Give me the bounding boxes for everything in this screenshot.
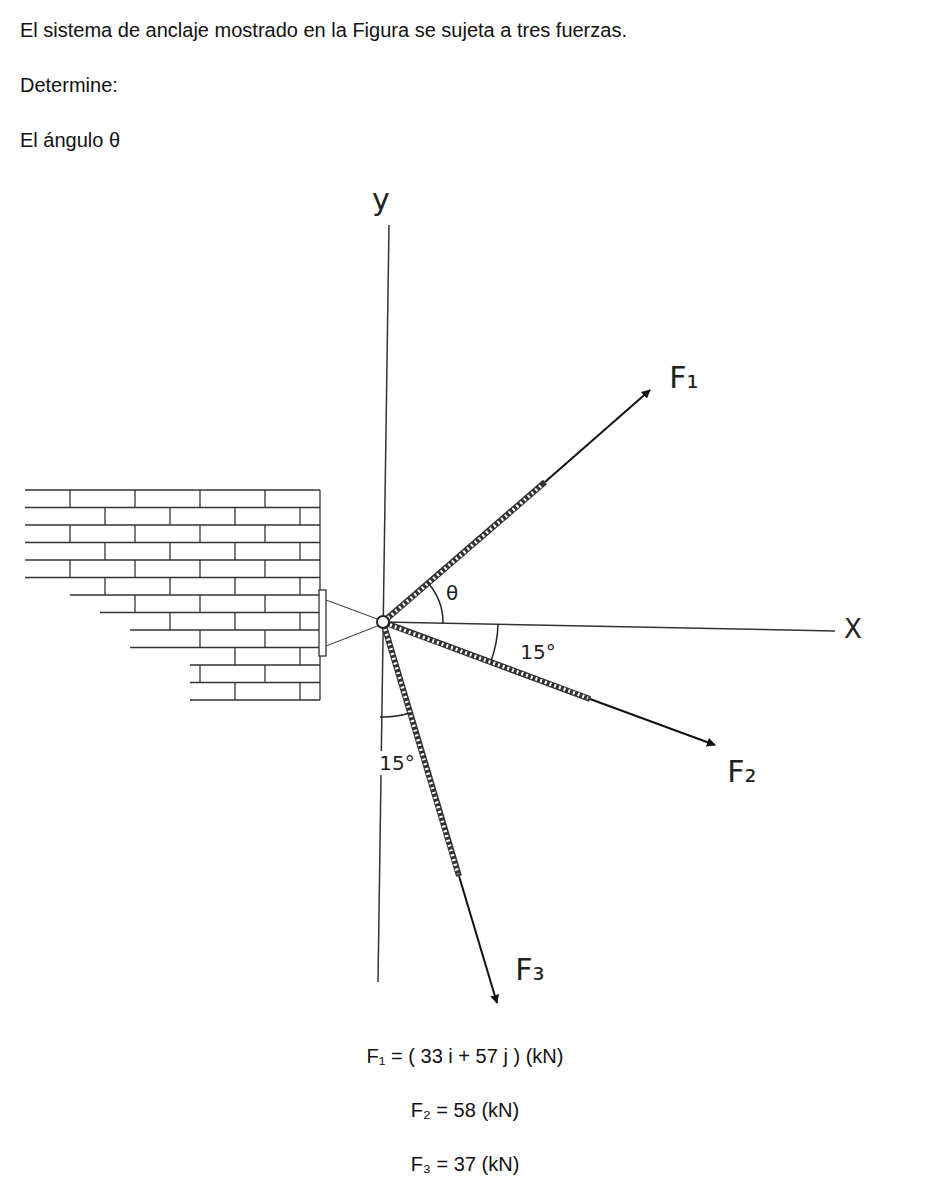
y-axis — [378, 225, 389, 982]
brick-wall — [25, 490, 320, 700]
given-value: F₁ = ( 33 i + 57 j ) (kN) — [367, 1044, 564, 1068]
anchor-link — [326, 600, 380, 620]
angle-label: 15° — [520, 640, 555, 664]
force-label: F₂ — [727, 754, 756, 790]
angle-label: 15° — [379, 751, 414, 775]
force-arrow — [459, 390, 715, 1003]
axis-label: y — [372, 182, 390, 218]
question-item: El ángulo θ — [20, 128, 120, 152]
anchor-link — [326, 625, 380, 646]
angle-label: θ — [446, 581, 458, 605]
anchor-plate — [319, 590, 326, 656]
force-label: F₃ — [515, 952, 544, 988]
cable — [383, 482, 590, 876]
angle-arc — [380, 583, 498, 717]
force-label: F₁ — [669, 360, 698, 396]
cable-hatch — [385, 484, 588, 874]
question-text: Determine: — [20, 73, 118, 97]
heading-text: El sistema de anclaje mostrado en la Fig… — [20, 18, 627, 42]
x-axis — [383, 622, 835, 631]
given-value: F₂ = 58 (kN) — [411, 1098, 519, 1122]
axis-label: X — [844, 614, 862, 645]
anchor-ring — [377, 616, 389, 628]
given-value: F₃ = 37 (kN) — [411, 1152, 520, 1176]
